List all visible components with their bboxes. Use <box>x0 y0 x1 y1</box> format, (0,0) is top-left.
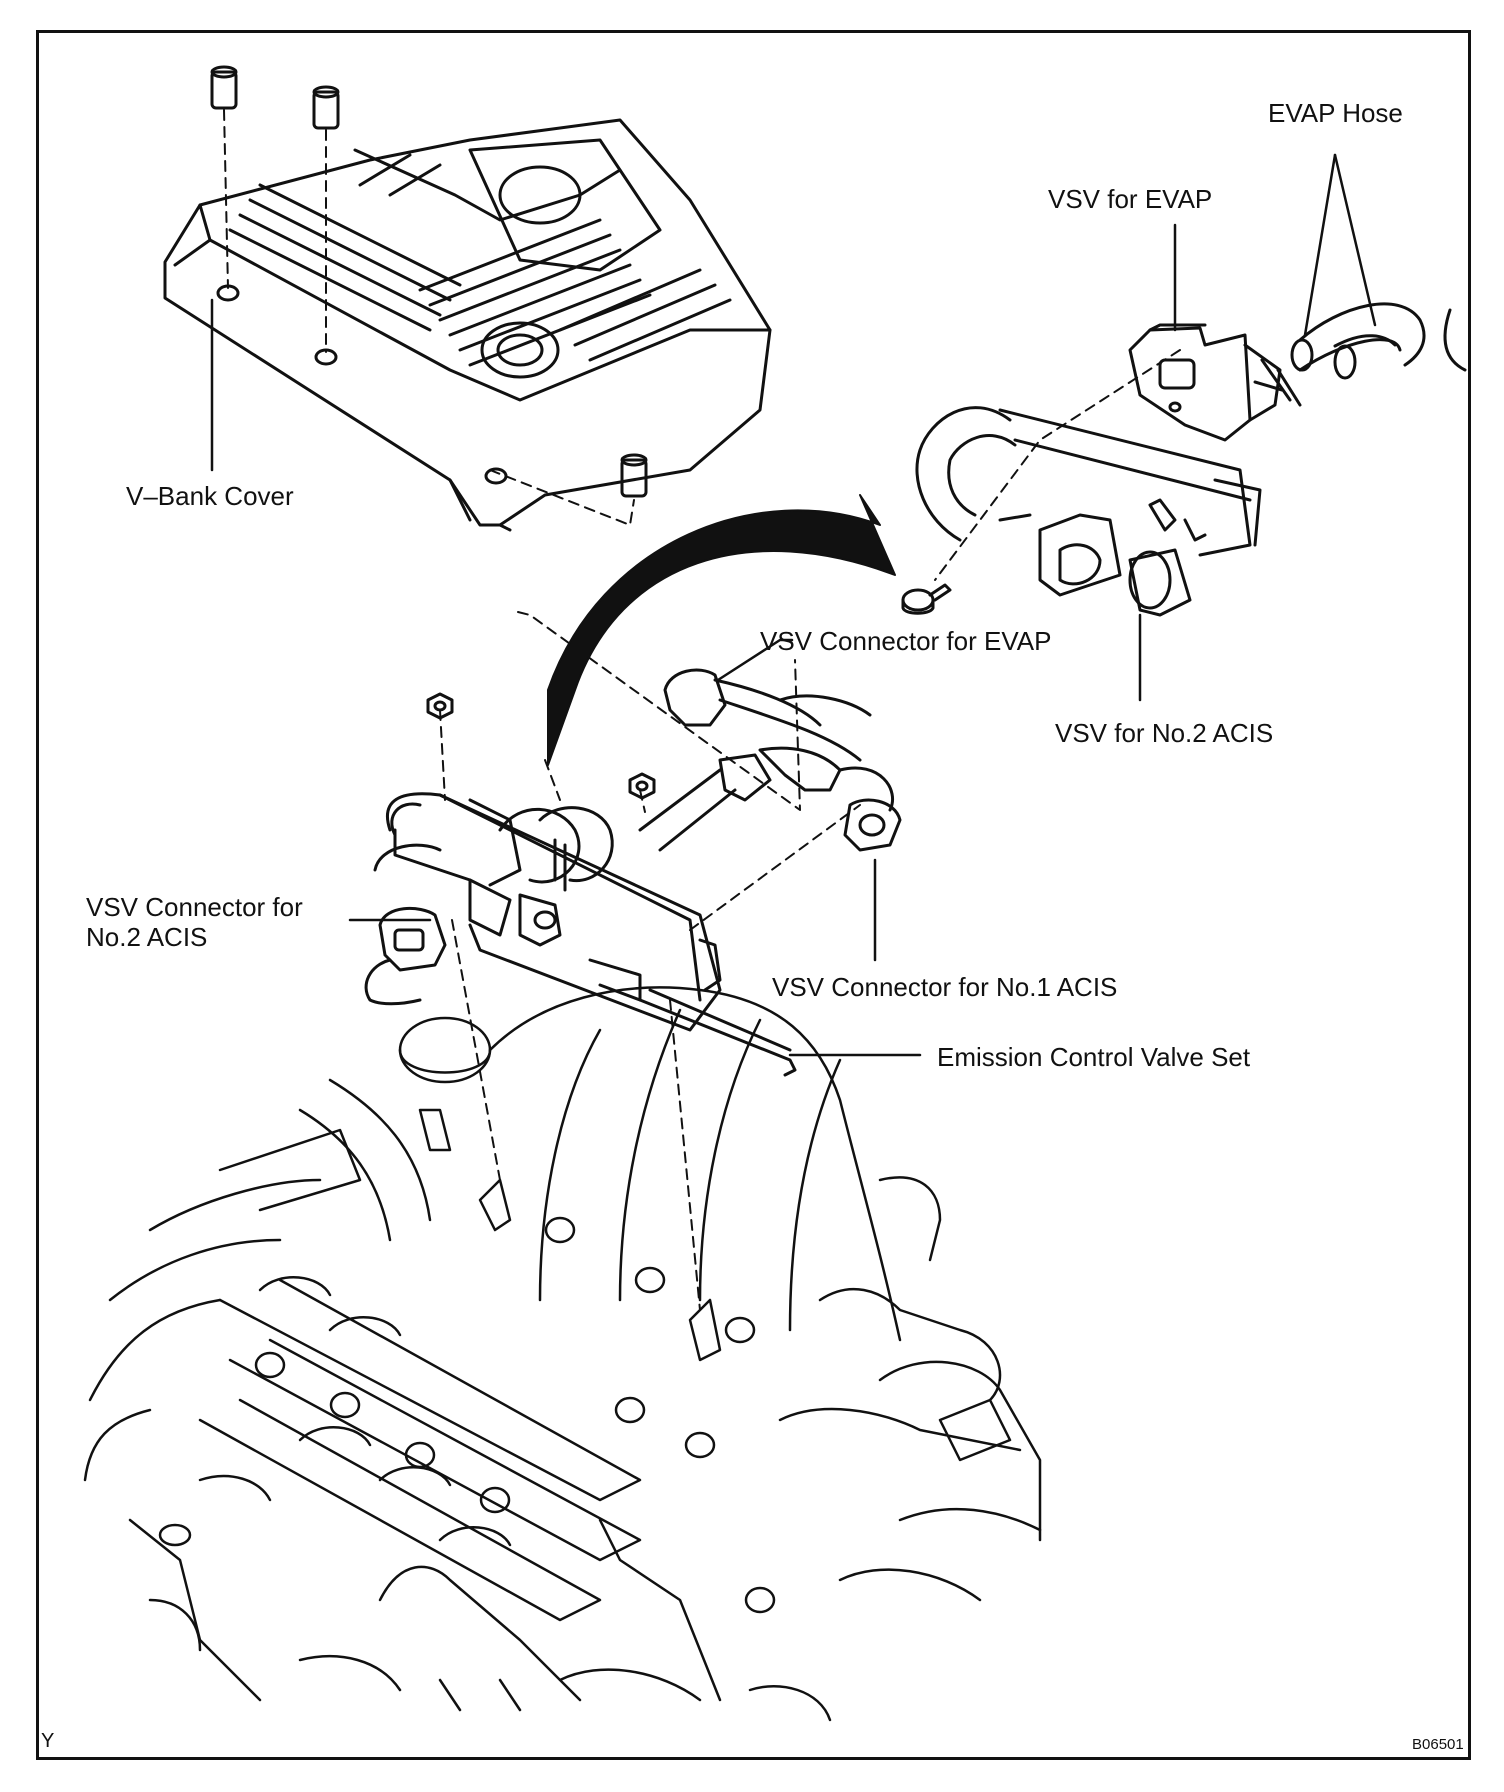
label-vsv-connector-for-evap: VSV Connector for EVAP <box>760 626 1052 656</box>
corner-mark: Y <box>41 1730 55 1752</box>
evap-hoses <box>1290 302 1467 380</box>
label-emission-control-valve-set: Emission Control Valve Set <box>937 1042 1251 1072</box>
installation-arrow <box>547 494 896 766</box>
vsv-no2-acis-bracket <box>915 406 1262 617</box>
leader-lines <box>210 153 1377 1057</box>
diagram-frame <box>36 30 1471 1760</box>
v-bank-cover-part <box>163 118 772 532</box>
label-vsv-for-no2-acis: VSV for No.2 ACIS <box>1055 718 1274 748</box>
assembly-guide-lines <box>223 109 1181 1311</box>
label-vsv-connector-for-no2-acis: VSV Connector for No.2 ACIS <box>86 892 303 952</box>
engine-block <box>83 986 1042 1722</box>
wire-harness <box>638 668 902 852</box>
no2-acis-connector-part <box>364 906 447 1006</box>
label-evap-hose: EVAP Hose <box>1268 98 1403 128</box>
label-vsv-for-evap: VSV for EVAP <box>1048 184 1213 214</box>
cover-grommets <box>210 65 648 498</box>
figure-code: B06501 <box>1412 1736 1464 1753</box>
bolt <box>901 583 952 615</box>
nuts <box>426 692 656 800</box>
label-vsv-connector-for-no1-acis: VSV Connector for No.1 ACIS <box>772 972 1118 1002</box>
label-v-bank-cover: V–Bank Cover <box>126 481 294 511</box>
vsv-for-evap-part <box>1128 323 1302 442</box>
emission-control-valve-set-part <box>373 792 797 1077</box>
